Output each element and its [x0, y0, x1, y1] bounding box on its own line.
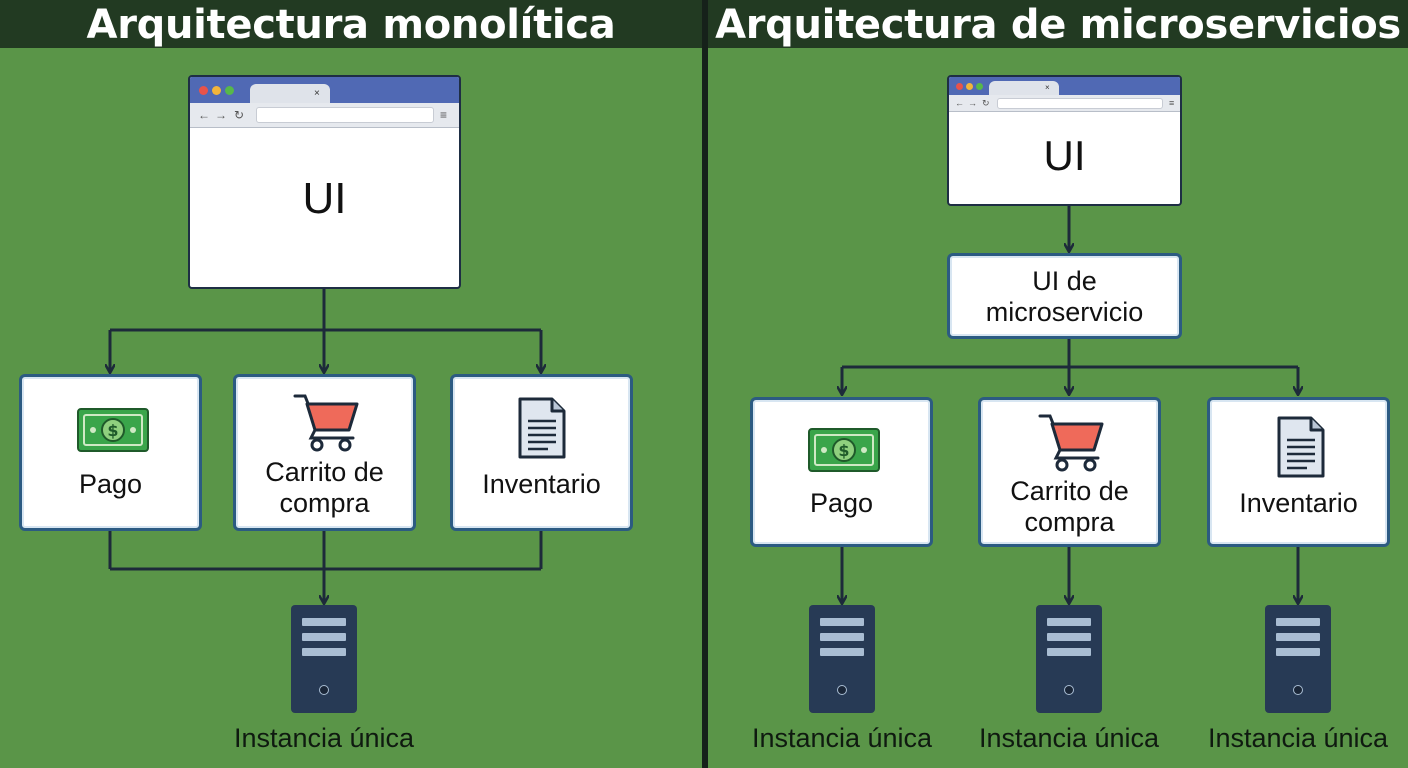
carrito-label: Carrito de compra [265, 457, 384, 518]
maximize-dot [976, 83, 983, 90]
ms-carrito-service: Carrito de compra [978, 397, 1161, 547]
monolithic-connectors [0, 288, 702, 768]
monolithic-title: Arquitectura monolítica [0, 0, 702, 48]
pago-module: $ Pago [19, 374, 202, 531]
carrito-module: Carrito de compra [233, 374, 416, 531]
server-caption: Instancia única [233, 723, 415, 753]
forward-icon: → [215, 108, 227, 122]
ms-pago-server-caption: Instancia única [751, 723, 933, 753]
microservices-title: Arquitectura de microservicios [708, 0, 1408, 48]
pago-label: Pago [78, 469, 143, 499]
tab-close-icon: × [314, 88, 320, 99]
address-bar [997, 98, 1163, 109]
maximize-dot [225, 86, 234, 95]
ms-pago-label: Pago [809, 488, 874, 518]
monolithic-panel: Arquitectura monolítica [0, 0, 702, 768]
tab-close-icon: × [1045, 83, 1050, 92]
ms-inventario-server-caption: Instancia única [1207, 723, 1389, 753]
panel-divider [702, 0, 708, 768]
close-dot [956, 83, 963, 90]
back-icon: ← [955, 98, 964, 108]
ui-label: UI [302, 174, 347, 223]
money-icon: $ [77, 408, 149, 452]
menu-icon: ≡ [440, 108, 448, 122]
microservices-panel: Arquitectura de microservicios [708, 0, 1408, 768]
minimize-dot [966, 83, 973, 90]
inventario-module: Inventario [450, 374, 633, 531]
microservice-ui-gateway: UI de microservicio [947, 253, 1182, 339]
ui-browser-window: × ← → ↻ ≡ UI [188, 75, 461, 289]
ms-inventario-service: Inventario [1207, 397, 1390, 547]
menu-icon: ≡ [1169, 98, 1175, 108]
svg-text:$: $ [838, 441, 849, 460]
ms-carrito-server-caption: Instancia única [978, 723, 1160, 753]
money-icon: $ [808, 428, 880, 472]
microservices-connectors [708, 205, 1408, 768]
minimize-dot [212, 86, 221, 95]
ms-pago-service: $ Pago [750, 397, 933, 547]
server-icon [1036, 605, 1102, 713]
close-dot [199, 86, 208, 95]
ms-inventario-label: Inventario [1239, 488, 1358, 518]
server-icon [291, 605, 357, 713]
gateway-label: UI de microservicio [985, 266, 1144, 327]
forward-icon: → [968, 98, 977, 108]
svg-text:$: $ [107, 421, 118, 440]
reload-icon: ↻ [982, 98, 990, 108]
document-icon [518, 397, 566, 459]
ms-carrito-label: Carrito de compra [1010, 476, 1129, 537]
reload-icon: ↻ [234, 108, 245, 122]
shopping-cart-icon [1038, 414, 1104, 472]
server-icon [809, 605, 875, 713]
shopping-cart-icon [293, 394, 359, 452]
back-icon: ← [198, 108, 210, 122]
document-icon [1277, 416, 1325, 478]
inventario-label: Inventario [482, 469, 601, 499]
ms-ui-label: UI [1043, 132, 1086, 179]
ms-ui-browser-window: × ← → ↻ ≡ UI [947, 75, 1182, 206]
address-bar [256, 107, 434, 123]
server-icon [1265, 605, 1331, 713]
